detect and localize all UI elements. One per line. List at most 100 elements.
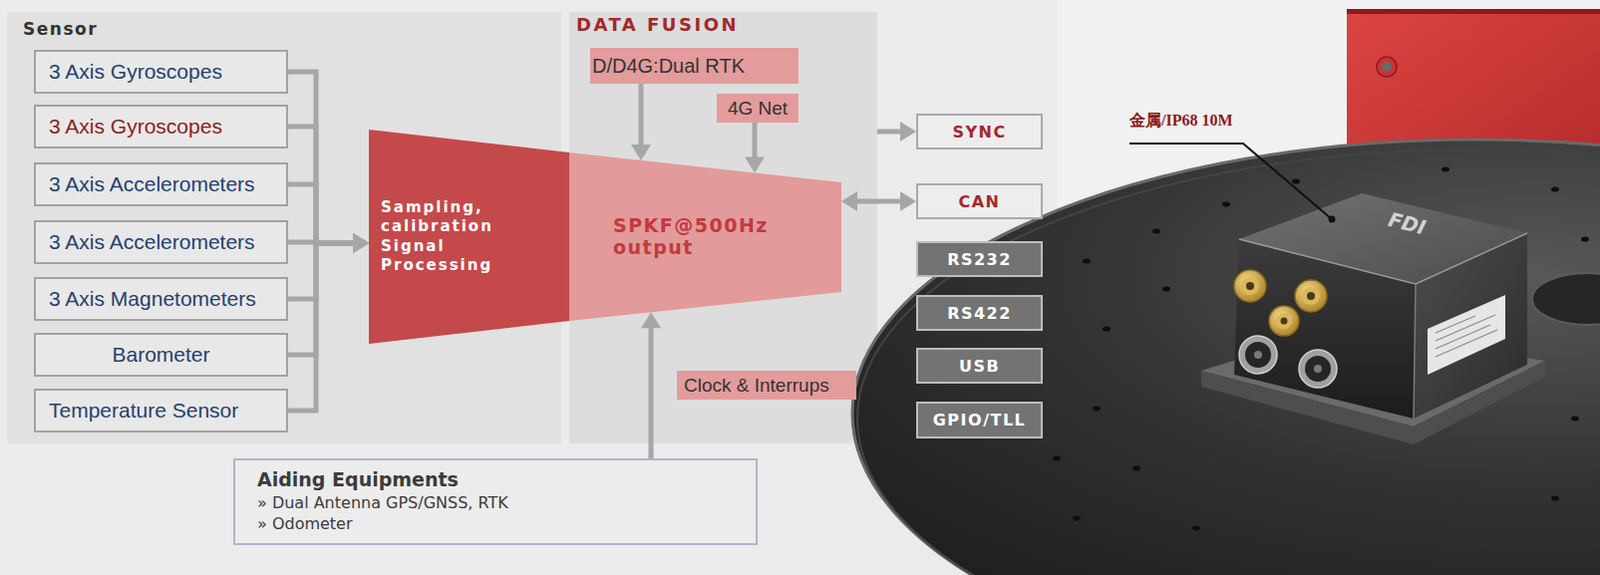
- sensor-box: 3 Axis Accelerometers: [33, 162, 289, 207]
- box-label: Sampling, calibration Signal Processing: [380, 198, 531, 277]
- box-label: Temperature Sensor: [48, 398, 239, 423]
- box-label: RS422: [947, 304, 1012, 323]
- disk-hub: [1532, 273, 1600, 325]
- interface-box: CAN: [916, 183, 1043, 220]
- leader-line: [1129, 143, 1336, 224]
- arrowheads: [352, 233, 369, 254]
- arrowheads: [352, 233, 369, 254]
- input-tag: 4G Net: [716, 93, 799, 123]
- arrowheads: [352, 233, 369, 254]
- connector-line: [288, 184, 354, 244]
- arrowheads: [352, 233, 369, 254]
- round-connector: [1298, 349, 1337, 388]
- arrowhead: [352, 233, 369, 254]
- connector: [744, 122, 765, 173]
- disk-rim: [857, 149, 1600, 575]
- connector-line: [288, 71, 354, 244]
- sensor-box: 3 Axis Gyroscopes: [33, 49, 289, 94]
- box-label: 3 Axis Accelerometers: [48, 230, 256, 255]
- brand-logo: FDI: [1385, 207, 1428, 240]
- sma-connector: [1269, 306, 1299, 336]
- arrowhead: [352, 233, 369, 254]
- connector: [288, 126, 369, 254]
- fusion-panel: DATA FUSION D/D4G:Dual RTK 4G NetSPKF@500H…: [569, 11, 878, 444]
- panel-title: Sensor: [22, 18, 98, 39]
- panel-ground: [569, 11, 878, 444]
- panel-title: DATA FUSION: [576, 13, 739, 35]
- arrowhead: [744, 156, 765, 173]
- arrowhead: [352, 233, 369, 254]
- device-edge: [1239, 233, 1528, 285]
- connector-line: [648, 326, 654, 459]
- device-sticker: [1427, 295, 1506, 375]
- arrowheads: [640, 312, 661, 328]
- disk: [852, 139, 1600, 575]
- sensor-box: 3 Axis Magnetometers: [33, 277, 289, 321]
- turntable-disk: [852, 139, 1600, 575]
- box-label: 4G Net: [727, 97, 788, 120]
- sensor-box: 3 Axis Gyroscopes: [33, 104, 289, 149]
- box-label: Barometer: [111, 342, 210, 367]
- sensor-box: Temperature Sensor: [33, 388, 289, 433]
- bolt: [1376, 56, 1397, 77]
- connector-line: [288, 126, 354, 244]
- device-edge: [1413, 284, 1416, 419]
- disk-holes: [1052, 167, 1590, 532]
- sticker-print: [1435, 315, 1498, 357]
- connector: [877, 121, 917, 142]
- callout-label: 金属/IP68 10M: [1129, 110, 1234, 132]
- sensor-box: 3 Axis Accelerometers: [33, 220, 289, 265]
- red-column-edge: [1346, 8, 1600, 14]
- arrowhead: [900, 191, 917, 212]
- connector-line: [288, 243, 354, 411]
- connector: [288, 233, 369, 411]
- round-connector: [1239, 335, 1278, 374]
- box-label: D/D4G:Dual RTK: [592, 54, 745, 78]
- input-tag: D/D4G:Dual RTK: [590, 47, 799, 84]
- bolt-head: [1381, 61, 1392, 72]
- connector: [288, 71, 369, 254]
- box-label: SYNC: [952, 122, 1006, 142]
- connector: [640, 312, 661, 459]
- arrowheads: [631, 144, 651, 161]
- box-label: 3 Axis Gyroscopes: [48, 114, 223, 139]
- leader-dot: [1328, 216, 1336, 224]
- interface-box: SYNC: [916, 113, 1043, 150]
- trapezoid-fill: [368, 129, 570, 344]
- arrowhead: [352, 233, 369, 254]
- box-label: USB: [959, 356, 1000, 376]
- connector-line: [752, 122, 758, 158]
- sensor-box: Barometer: [33, 332, 289, 377]
- leader-line: [1129, 143, 1332, 220]
- trapezoid-fill: [569, 152, 842, 321]
- connector-line: [856, 199, 902, 205]
- trapezoid-shape: [569, 152, 842, 321]
- box-label: 3 Axis Gyroscopes: [48, 59, 223, 84]
- connector-line: [288, 243, 354, 355]
- box-label: 3 Axis Magnetometers: [48, 287, 257, 312]
- arrowheads: [352, 233, 369, 254]
- interface-box: USB: [916, 347, 1043, 384]
- connector-line: [288, 243, 354, 300]
- connector-line: [639, 83, 644, 146]
- arrowheads: [744, 156, 765, 173]
- arrowhead: [352, 233, 369, 254]
- interface-box: RS422: [916, 295, 1043, 331]
- arrowhead: [640, 312, 661, 328]
- box-label: CAN: [958, 192, 1000, 212]
- connector: [631, 83, 651, 161]
- panel-ground: [6, 11, 562, 444]
- arrowhead: [900, 121, 917, 142]
- connector-line: [877, 129, 902, 135]
- box-label: RS232: [947, 250, 1012, 270]
- box-label: 3 Axis Accelerometers: [48, 172, 256, 197]
- processing-stage: Sampling, calibration Signal Processing: [368, 129, 570, 344]
- interface-box: GPIO/TLL: [916, 401, 1043, 439]
- connector: [288, 233, 369, 355]
- box-label: SPKF@500Hz output: [613, 215, 813, 260]
- arrowheads: [900, 121, 917, 142]
- box-label: GPIO/TLL: [933, 410, 1027, 430]
- arrowheads: [352, 233, 369, 254]
- arrowhead: [352, 233, 369, 254]
